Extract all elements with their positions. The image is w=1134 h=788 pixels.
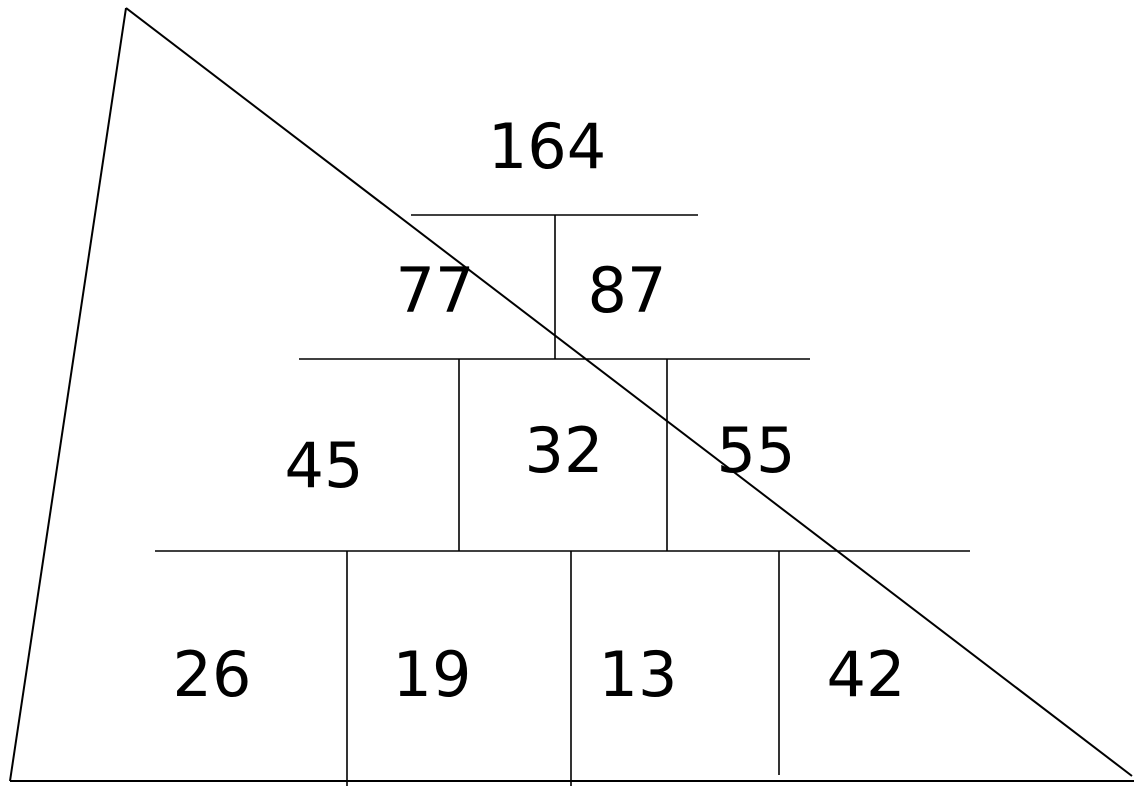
triangle-hypotenuse	[125, 7, 1133, 777]
triangle-left-edge	[9, 7, 127, 782]
cell-164: 164	[488, 110, 606, 183]
cell-19: 19	[393, 638, 472, 711]
cell-77: 77	[396, 254, 475, 327]
cell-45: 45	[285, 429, 364, 502]
cell-13: 13	[599, 638, 678, 711]
cell-26: 26	[173, 638, 252, 711]
cell-42: 42	[827, 638, 906, 711]
cell-55: 55	[717, 414, 796, 487]
cell-87: 87	[588, 254, 667, 327]
cell-32: 32	[525, 414, 604, 487]
